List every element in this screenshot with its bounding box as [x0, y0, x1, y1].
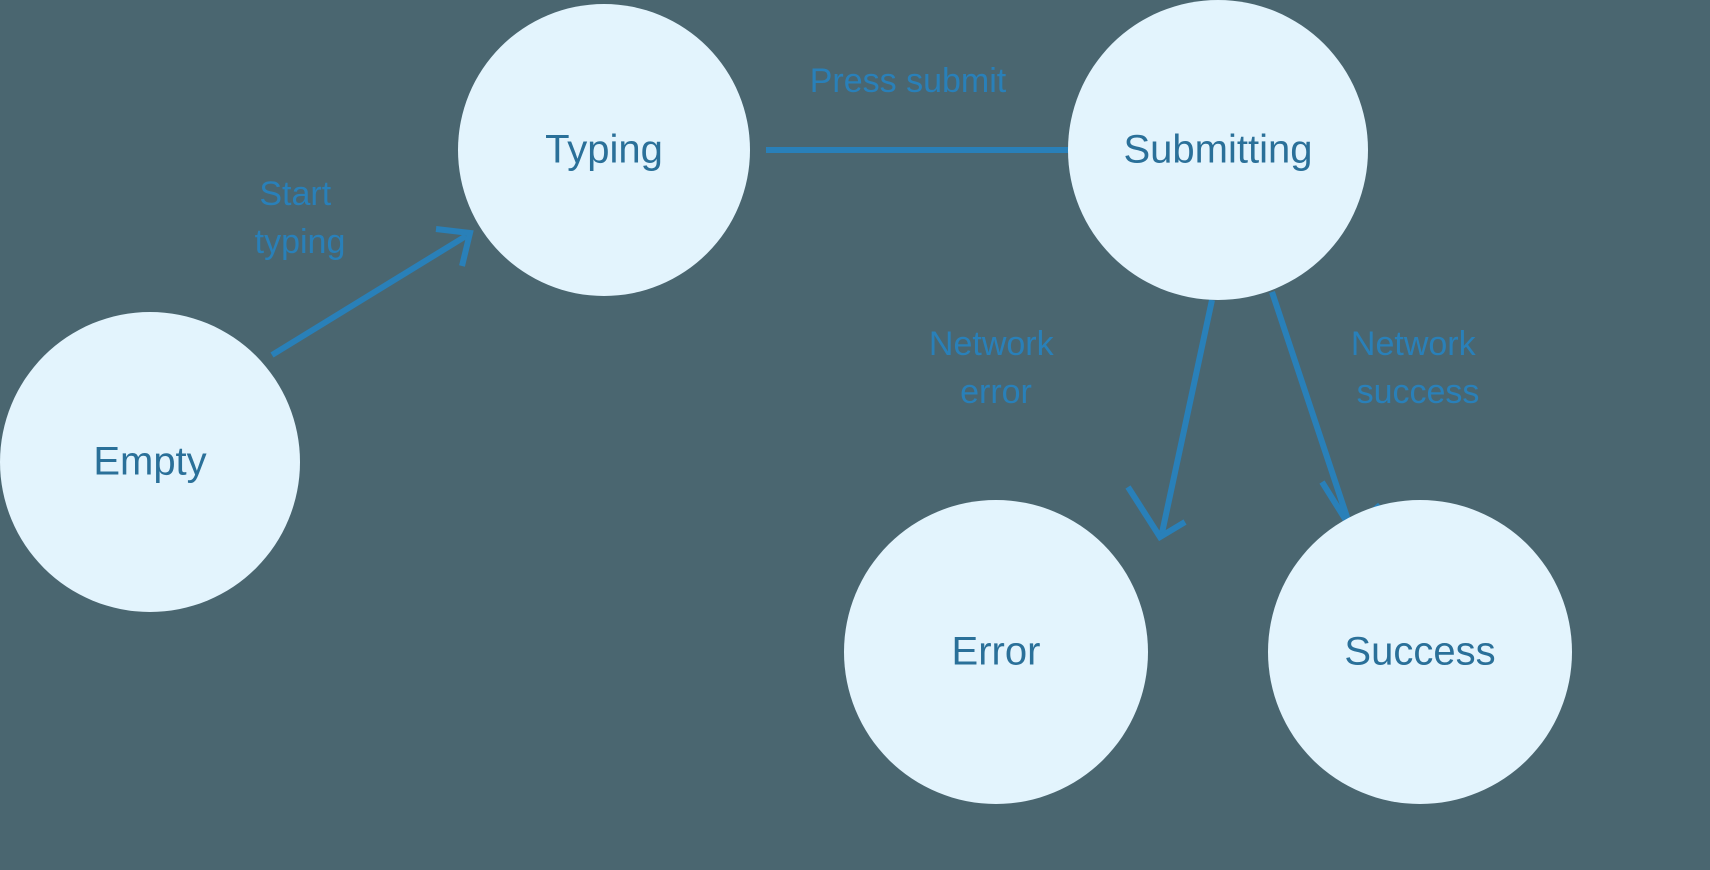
edge-submitting-to-success-label: Network success [1351, 325, 1485, 411]
edge-submitting-to-error[interactable]: Network error [929, 299, 1215, 542]
node-success[interactable]: Success [1268, 500, 1572, 804]
edge-submitting-to-error-line [1159, 299, 1215, 534]
node-error-circle [844, 500, 1148, 804]
edge-typing-to-submitting-label: Press submit [810, 62, 1007, 100]
edge-submitting-to-error-arrowhead [1125, 485, 1187, 542]
node-typing-circle [458, 4, 750, 296]
edge-label-line: error [960, 373, 1032, 411]
node-empty-circle [0, 312, 300, 612]
node-success-circle [1268, 500, 1572, 804]
node-submitting-circle [1068, 0, 1368, 300]
edge-label-line: Network [1351, 325, 1477, 363]
edge-label-line: Start [259, 175, 331, 213]
node-typing-label: Typing [545, 128, 663, 172]
edge-label-line: Network [929, 325, 1055, 363]
edge-empty-to-typing-line [270, 233, 468, 358]
node-typing[interactable]: Typing [458, 4, 750, 296]
edge-label-line: typing [255, 223, 346, 261]
edge-submitting-to-success-line [1269, 291, 1351, 521]
edge-submitting-to-error-label: Network error [929, 325, 1063, 411]
node-submitting-label: Submitting [1124, 128, 1313, 172]
edge-label-line: success [1357, 373, 1480, 411]
node-error[interactable]: Error [844, 500, 1148, 804]
edge-empty-to-typing[interactable]: Start typing [255, 175, 474, 358]
node-error-label: Error [952, 630, 1041, 674]
edge-label-line: Press submit [810, 62, 1007, 100]
edge-submitting-to-success[interactable]: Network success [1269, 291, 1485, 535]
edge-empty-to-typing-arrowhead [435, 226, 474, 267]
node-empty[interactable]: Empty [0, 312, 300, 612]
node-empty-label: Empty [93, 440, 206, 484]
edge-empty-to-typing-label: Start typing [255, 175, 346, 261]
node-success-label: Success [1344, 630, 1495, 674]
node-submitting[interactable]: Submitting [1068, 0, 1368, 300]
